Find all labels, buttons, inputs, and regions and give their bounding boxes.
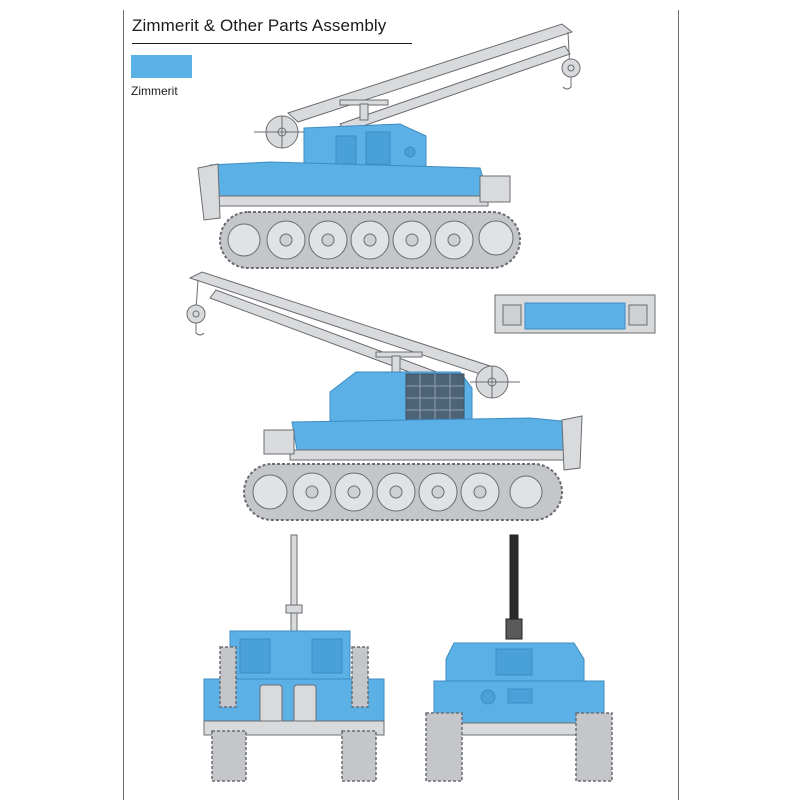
gun-barrel xyxy=(505,534,523,640)
page-title: Zimmerit & Other Parts Assembly xyxy=(132,16,387,35)
hull xyxy=(197,161,511,221)
turret-front xyxy=(445,642,585,682)
running-gear xyxy=(219,211,521,269)
hull xyxy=(263,415,583,471)
detail-inset xyxy=(494,294,656,334)
superstructure xyxy=(329,371,473,425)
zimmerit-legend-label: Zimmerit xyxy=(131,84,178,98)
roof-machine-gun xyxy=(339,99,389,121)
front-tracks xyxy=(425,712,613,782)
winch-pulley xyxy=(470,365,520,399)
rear-view xyxy=(203,534,385,782)
running-gear xyxy=(243,463,563,521)
front-view xyxy=(425,534,613,782)
right-side-view xyxy=(186,271,583,521)
rear-tracks xyxy=(211,646,377,782)
zimmerit-legend-swatch xyxy=(131,55,192,78)
superstructure xyxy=(303,123,427,173)
left-side-view xyxy=(197,23,581,269)
crane-boom xyxy=(287,23,581,133)
title-underline xyxy=(132,43,412,44)
winch-pulley xyxy=(254,115,310,149)
crane-boom xyxy=(186,271,492,383)
turret-rear xyxy=(229,630,351,680)
